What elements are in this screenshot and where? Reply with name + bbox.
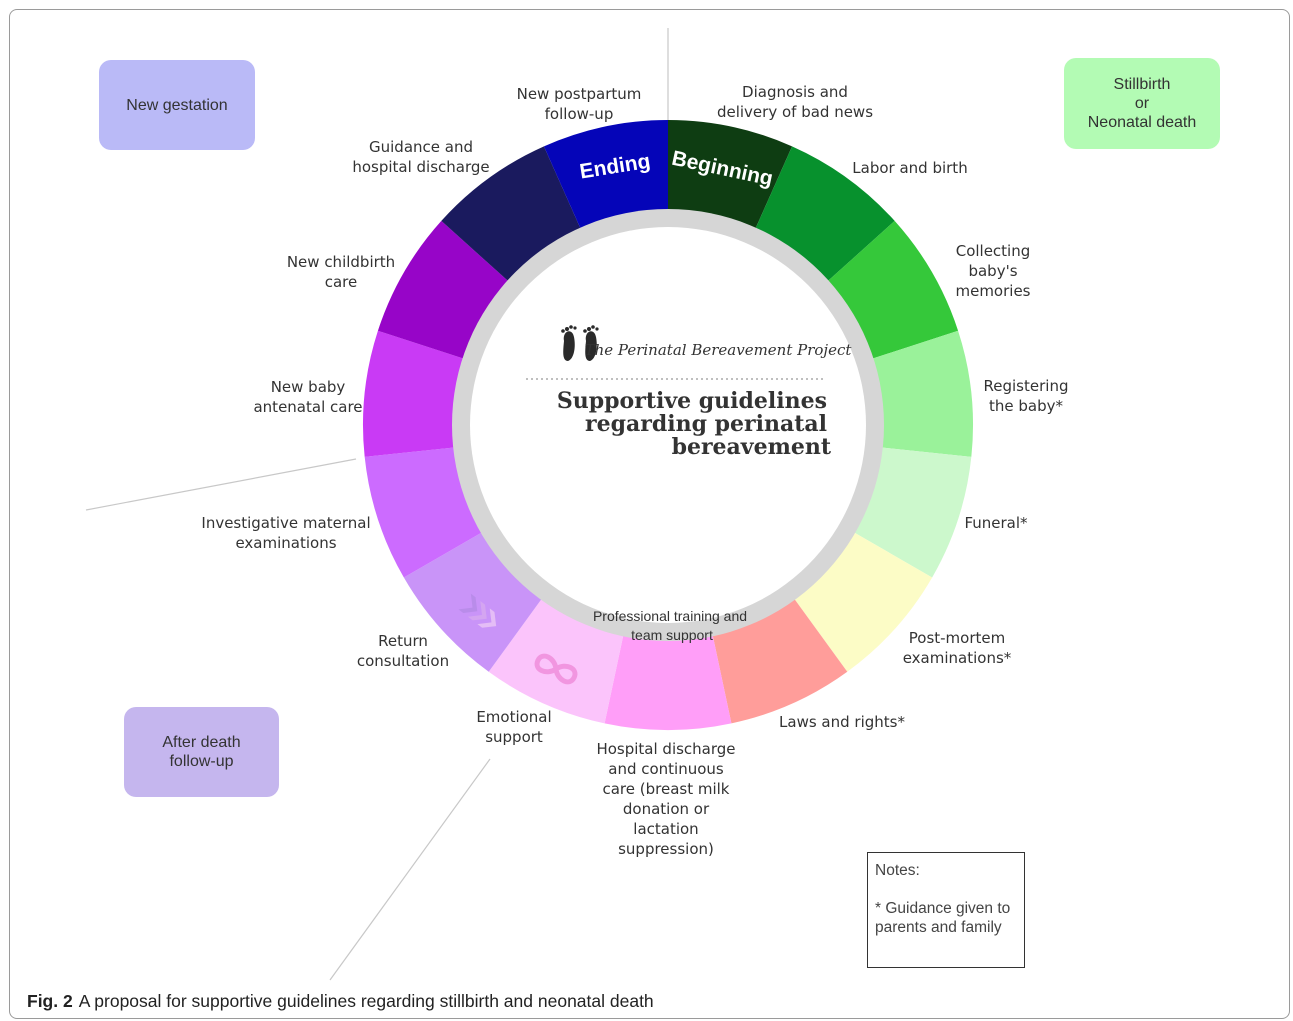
label-hospital_continuous-line-1: Hospital discharge — [596, 740, 735, 758]
logo-text: The Perinatal Bereavement Project — [585, 341, 853, 359]
wheel-segment-emotional — [488, 598, 624, 724]
label-investigative-line-2: examinations — [235, 534, 336, 552]
notes-line-1: * Guidance given to — [875, 900, 1011, 917]
wheel-segment-registering — [871, 330, 973, 457]
label-return-line-1: Return — [378, 632, 428, 650]
label-diagnosis-line-1: Diagnosis and — [742, 83, 848, 101]
stillbirth-box: Stillbirth or Neonatal death — [1064, 58, 1220, 149]
label-emotional-line-1: Emotional — [476, 708, 551, 726]
stillbirth-label-1: Stillbirth — [1113, 76, 1171, 93]
label-hospital_continuous-line-3: care (breast milk — [602, 780, 729, 798]
new-gestation-label: New gestation — [126, 96, 228, 114]
wheel-segment-childbirth — [377, 220, 509, 359]
label-ending-line-1: New postpartum — [517, 85, 642, 103]
label-return-line-2: consultation — [357, 652, 449, 670]
notes-line-2: parents and family — [875, 919, 1002, 936]
wheel-segments — [363, 120, 973, 730]
footprints-icon — [561, 325, 599, 361]
figure-frame — [9, 9, 1290, 1019]
label-hospital_continuous-line-2: and continuous — [608, 760, 724, 778]
label-childbirth-line-2: care — [325, 273, 358, 291]
label-hospital_continuous-line-5: lactation — [633, 820, 698, 838]
label-hospital_continuous-line-4: donation or — [623, 800, 710, 818]
heading-line-3: bereavement — [672, 434, 832, 460]
label-guidance-line-2: hospital discharge — [352, 158, 489, 176]
label-postmortem-line-1: Post-mortem — [909, 629, 1005, 647]
wheel-segment-laws — [712, 598, 848, 724]
label-funeral-line-1: Funeral* — [964, 514, 1028, 532]
after-death-label-2: follow-up — [169, 753, 234, 770]
wheel-segment-antenatal — [363, 330, 465, 457]
divider-line-left — [85, 458, 357, 511]
notes-box: Notes: * Guidance given to parents and f… — [867, 852, 1025, 968]
wheel-segment-ending — [543, 120, 668, 230]
notes-title: Notes: — [875, 862, 920, 879]
label-laws-line-1: Laws and rights* — [779, 713, 905, 731]
wheel-segment-funeral — [853, 447, 972, 578]
label-diagnosis-line-2: delivery of bad news — [717, 103, 873, 121]
divider-line-bottom — [329, 758, 491, 981]
label-guidance-line-1: Guidance and — [369, 138, 473, 156]
wheel-segment-investigative — [364, 447, 483, 578]
after-death-box: After death follow-up — [124, 707, 279, 797]
wheel-segment-memories — [827, 220, 959, 359]
stillbirth-label-3: Neonatal death — [1087, 114, 1197, 131]
heading-line-1: Supportive guidelines — [557, 388, 827, 414]
new-gestation-box: New gestation — [99, 60, 255, 150]
stillbirth-label-2: or — [1134, 95, 1150, 112]
label-labor-line-1: Labor and birth — [852, 159, 967, 177]
inner-ring-label-2: team support — [631, 627, 713, 643]
heading-line-2: regarding perinatal — [585, 411, 827, 437]
label-hospital_continuous-line-6: suppression) — [618, 840, 714, 858]
label-memories-line-1: Collecting — [956, 242, 1031, 260]
label-memories-line-2: baby's — [968, 262, 1017, 280]
label-investigative-line-1: Investigative maternal — [201, 514, 370, 532]
label-postmortem-line-2: examinations* — [903, 649, 1012, 667]
wheel-segment-beginning — [668, 120, 793, 230]
label-childbirth-line-1: New childbirth — [287, 253, 395, 271]
infinity-icon — [534, 653, 578, 685]
label-ending-line-2: follow-up — [545, 105, 614, 123]
label-memories-line-3: memories — [955, 282, 1030, 300]
label-emotional-line-2: support — [485, 728, 543, 746]
center-disc — [470, 227, 866, 623]
inner-ring-label-1: Professional training and — [593, 608, 747, 624]
label-antenatal-line-1: New baby — [271, 378, 346, 396]
label-registering-line-2: the baby* — [989, 397, 1063, 415]
caption-label: Fig. 2 — [27, 991, 73, 1011]
label-registering-line-1: Registering — [984, 377, 1069, 395]
chevron-arrows-icon — [458, 593, 497, 628]
after-death-label-1: After death — [162, 734, 241, 751]
label-antenatal-line-2: antenatal care — [253, 398, 362, 416]
wheel-segment-hospital_continuous — [604, 634, 732, 730]
caption-text: A proposal for supportive guidelines reg… — [78, 991, 654, 1011]
